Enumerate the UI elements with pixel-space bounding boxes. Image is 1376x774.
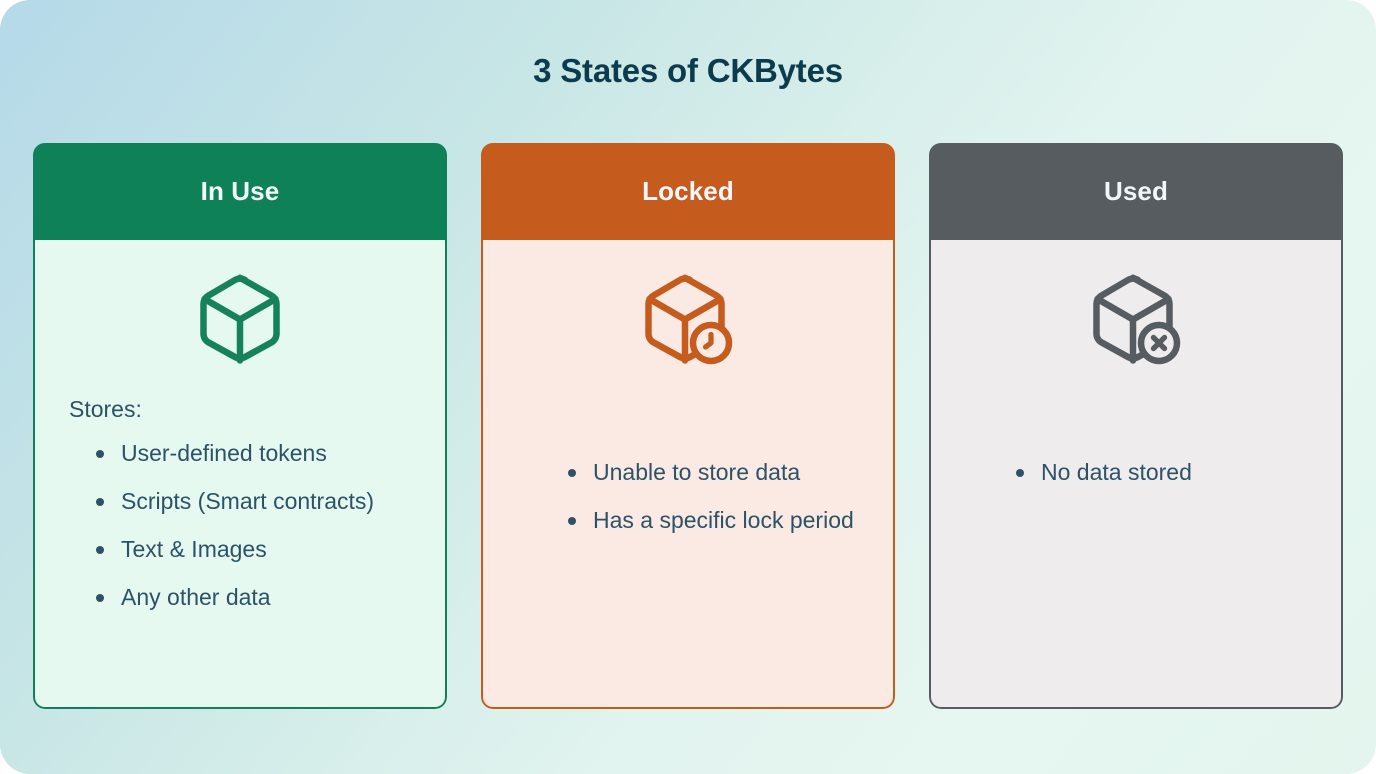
bullet-list-used: No data stored (977, 448, 1319, 496)
content-zone-in-use: Stores: User-defined tokens Scripts (Sma… (57, 390, 423, 621)
content-zone-locked: Unable to store data Has a specific lock… (505, 390, 871, 544)
card-header-label: Locked (642, 176, 734, 206)
card-header-in-use: In Use (33, 143, 447, 240)
list-item: No data stored (1013, 448, 1319, 496)
icon-container-locked (505, 240, 871, 390)
cube-clock-icon (645, 274, 733, 365)
cube-icon (200, 274, 280, 364)
icon-container-used (953, 240, 1319, 390)
list-item: Has a specific lock period (565, 496, 871, 544)
card-header-label: In Use (200, 176, 280, 206)
list-item: Scripts (Smart contracts) (93, 477, 423, 525)
list-item: Text & Images (93, 525, 423, 573)
bullet-list-in-use: User-defined tokens Scripts (Smart contr… (57, 429, 423, 621)
page-title: 3 States of CKBytes (533, 52, 843, 89)
card-body-locked: Unable to store data Has a specific lock… (481, 240, 895, 709)
state-card-group: In Use Stores: User-defined tokens Scrip… (33, 143, 1343, 709)
state-card-locked: Locked Unable to store data (481, 143, 895, 709)
bullet-list-locked: Unable to store data Has a specific lock… (529, 448, 871, 544)
list-item: User-defined tokens (93, 429, 423, 477)
icon-container-in-use (57, 240, 423, 390)
card-body-used: No data stored (929, 240, 1343, 709)
content-zone-used: No data stored (953, 390, 1319, 496)
card-header-label: Used (1104, 176, 1168, 206)
state-card-in-use: In Use Stores: User-defined tokens Scrip… (33, 143, 447, 709)
cube-x-icon (1093, 274, 1181, 365)
list-item: Any other data (93, 573, 423, 621)
card-header-locked: Locked (481, 143, 895, 240)
state-card-used: Used No data stored (929, 143, 1343, 709)
card-header-used: Used (929, 143, 1343, 240)
list-item: Unable to store data (565, 448, 871, 496)
stores-label: Stores: (69, 396, 142, 422)
card-body-in-use: Stores: User-defined tokens Scripts (Sma… (33, 240, 447, 709)
